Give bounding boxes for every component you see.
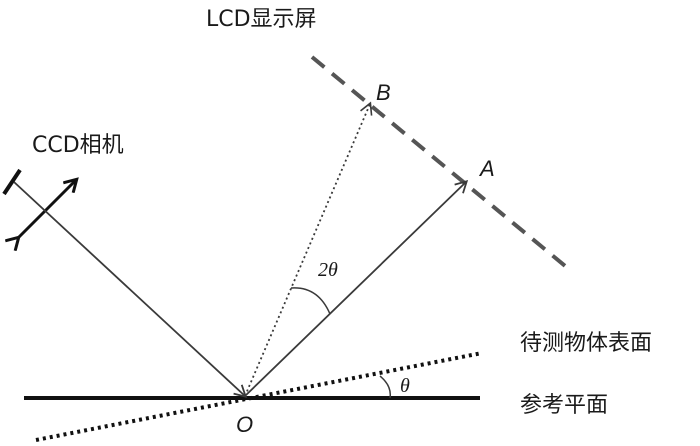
reflected-ray-to-a: [244, 179, 469, 397]
angle-arc-2theta: [290, 287, 331, 315]
ccd-camera-bar: [2, 168, 22, 196]
angle-2theta-label: 2θ: [318, 259, 338, 281]
surface-label: 待测物体表面: [520, 331, 652, 356]
reflected-ray-to-b: [244, 101, 373, 397]
point-o-label: O: [236, 412, 253, 437]
ccd-motion-arrow: [18, 180, 76, 238]
angle-theta-label: θ: [400, 375, 410, 397]
lcd-label: LCD显示屏: [206, 7, 317, 32]
point-b-label: B: [376, 80, 391, 105]
angle-arc-theta: [379, 375, 392, 399]
reference-plane-label: 参考平面: [520, 393, 608, 418]
point-a-label: A: [478, 156, 495, 181]
incident-ray: [13, 181, 248, 398]
lcd-screen-line: [310, 55, 572, 272]
object-surface-line: [35, 351, 483, 442]
ccd-label: CCD相机: [32, 133, 124, 158]
